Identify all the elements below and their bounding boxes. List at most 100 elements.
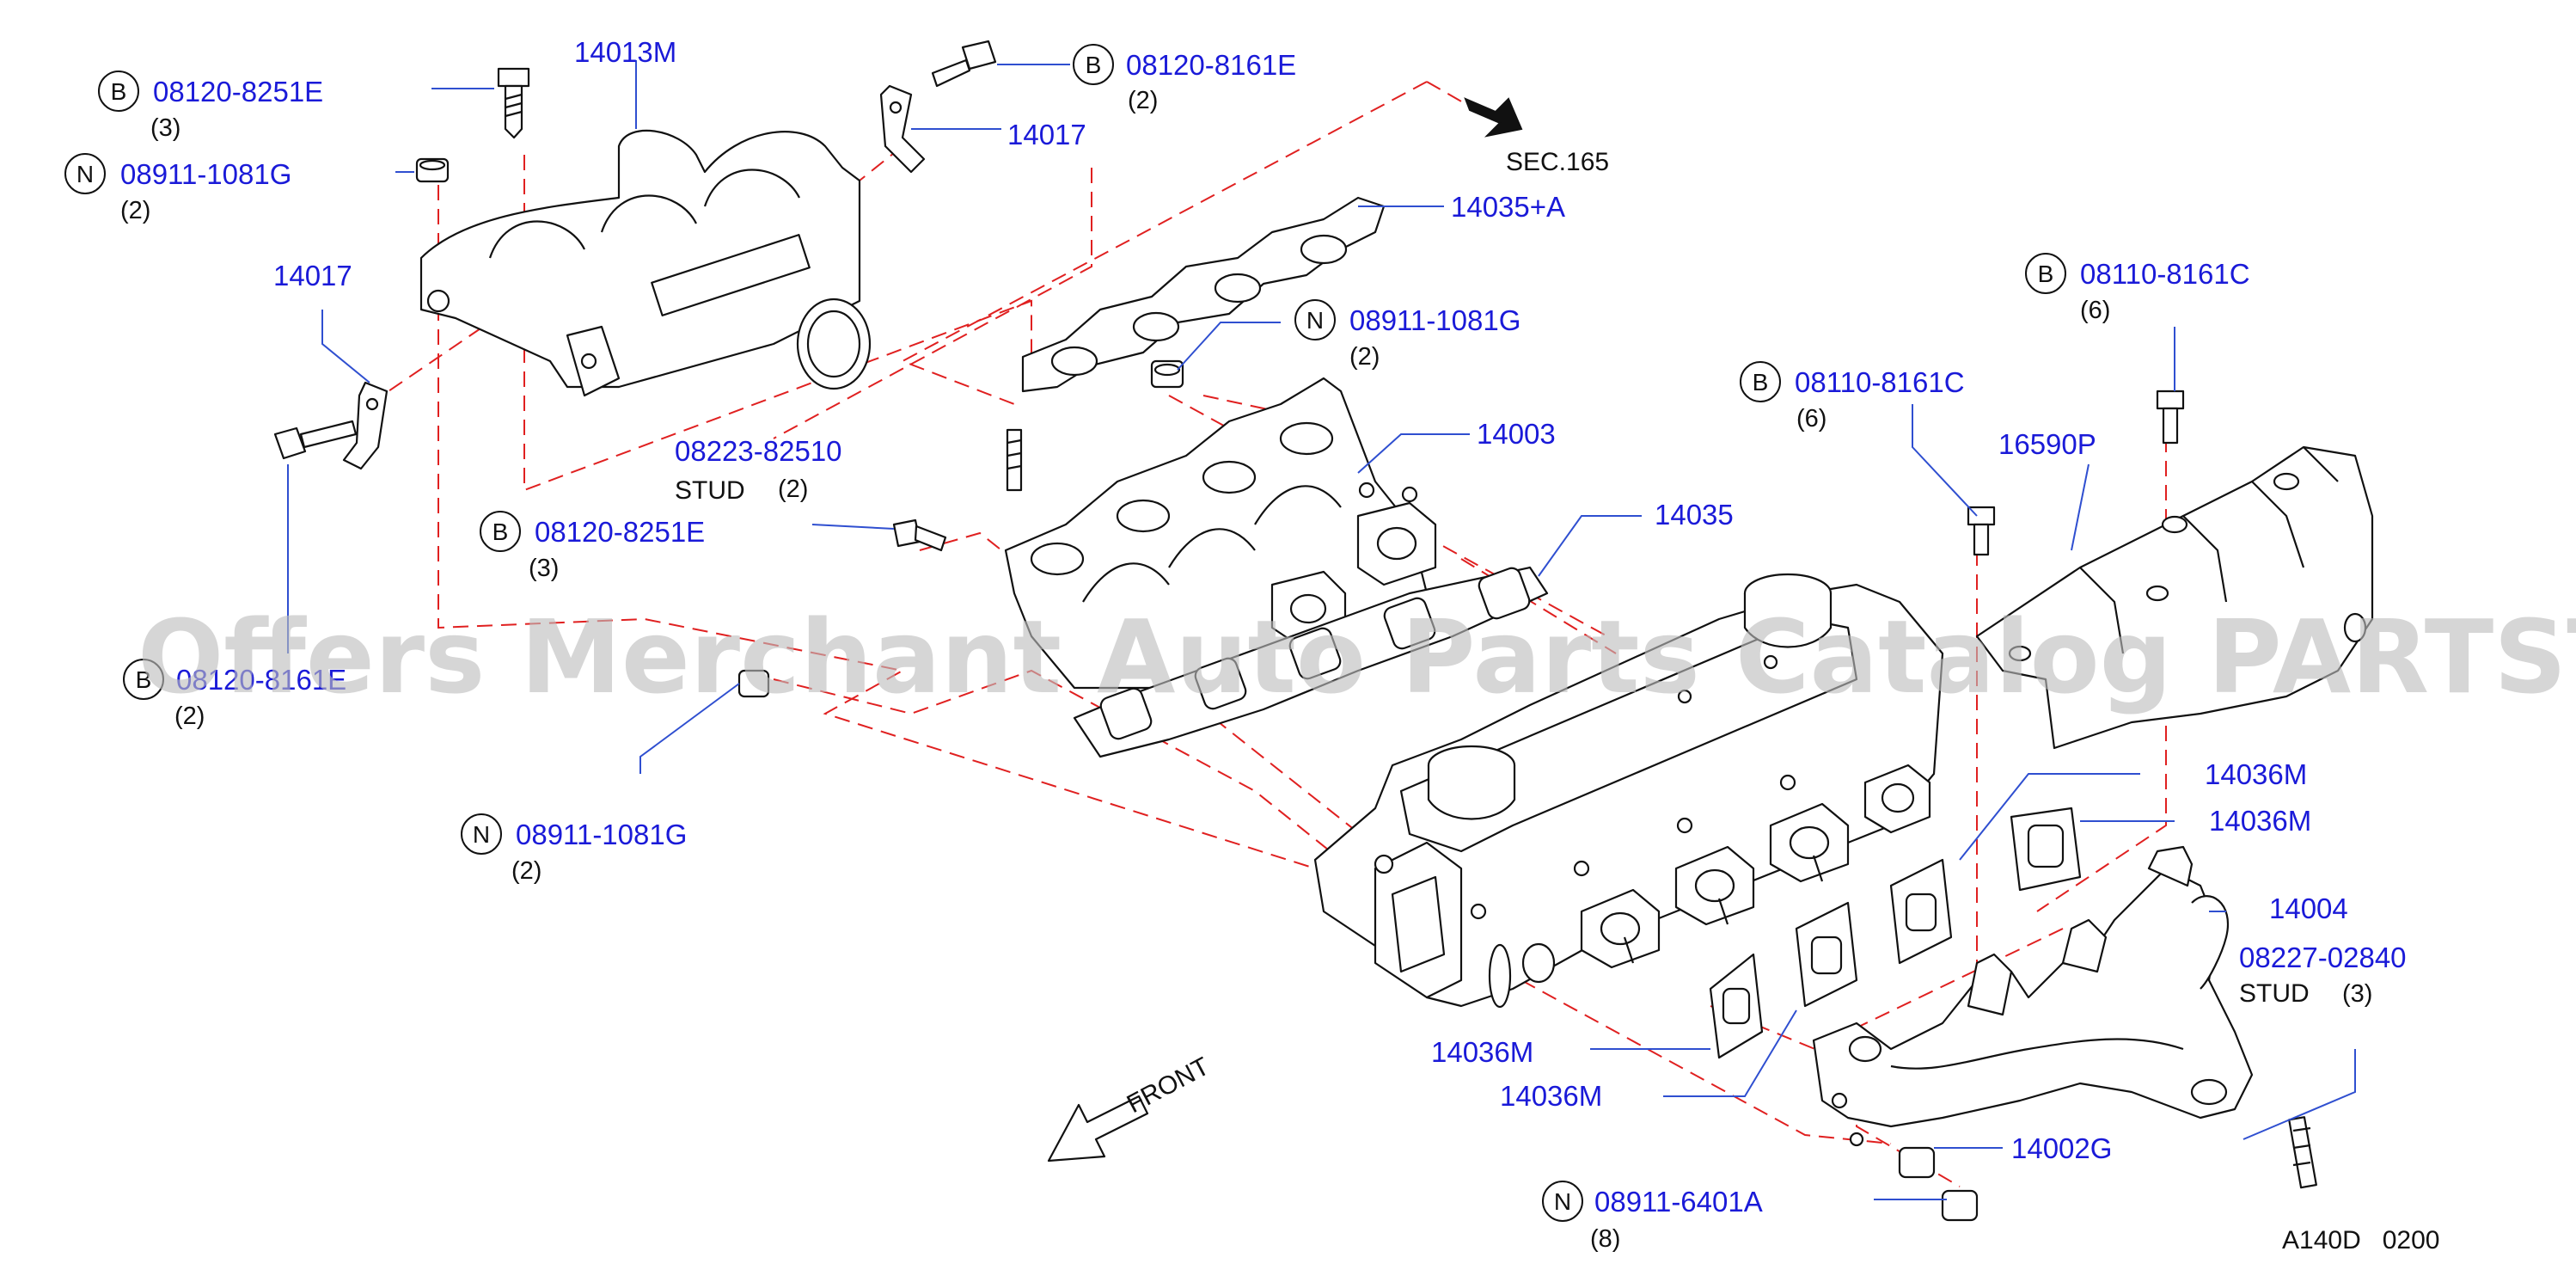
part-number[interactable]: 14036M: [1500, 1080, 1602, 1112]
callout-stud-08223-82510[interactable]: 08223-82510 STUD (2): [675, 435, 842, 505]
part-number[interactable]: 14036M: [1431, 1036, 1533, 1068]
callout-prefix: B: [1753, 369, 1769, 396]
callout-14017-upper[interactable]: 14017: [1007, 119, 1086, 150]
part-number[interactable]: 08227-02840: [2239, 942, 2407, 973]
part-number[interactable]: 08911-1081G: [1349, 304, 1521, 336]
part-number[interactable]: 08120-8251E: [535, 516, 705, 548]
intake-manifold-14013m: [419, 129, 872, 397]
stud-lower: [2288, 1116, 2317, 1189]
part-number[interactable]: 08120-8161E: [176, 664, 346, 696]
part-number[interactable]: 08120-8161E: [1126, 49, 1296, 81]
callout-prefix: N: [1306, 307, 1324, 334]
part-number[interactable]: 14036M: [2209, 805, 2311, 837]
nut-bottom-1: [1898, 1146, 1936, 1179]
quantity: (3): [150, 114, 181, 142]
nut-symbol-circle: [1294, 299, 1336, 340]
callout-08110-8161c-right[interactable]: B 08110-8161C (6): [2025, 253, 2250, 324]
callout-14004[interactable]: 14004: [2269, 893, 2348, 924]
quantity: (6): [2080, 297, 2110, 324]
callout-08120-8161e-left[interactable]: B 08120-8161E (2): [123, 659, 346, 730]
bracket-14017-upper: [879, 84, 926, 174]
callout-prefix: N: [1554, 1188, 1571, 1215]
bolt-top-left: [497, 67, 530, 139]
leader-lines: [287, 60, 2356, 1200]
bracket-14017-lower: [342, 381, 389, 470]
part-number[interactable]: 08223-82510: [675, 435, 842, 467]
part-number[interactable]: 14036M: [2205, 758, 2307, 790]
callout-08911-6401a[interactable]: N 08911-6401A (8): [1542, 1181, 1763, 1253]
callout-14017-lower[interactable]: 14017: [273, 260, 352, 291]
bolt-symbol-circle: [123, 659, 164, 700]
quantity: (2): [174, 702, 205, 730]
callout-14035[interactable]: 14035: [1655, 499, 1734, 531]
callout-14013m[interactable]: 14013M: [574, 36, 676, 68]
heat-shield-16590p: [1975, 445, 2374, 750]
bolt-left-long: [273, 420, 358, 460]
quantity: (2): [120, 197, 150, 224]
nut-bottom-2: [1941, 1189, 1979, 1222]
callout-prefix: B: [111, 78, 127, 105]
stud-label: STUD: [675, 476, 745, 505]
exhaust-manifold-14004: [1812, 845, 2254, 1147]
part-number[interactable]: 14017: [273, 260, 352, 291]
callout-14036m-3[interactable]: 14036M: [1431, 1036, 1533, 1068]
callout-14035a[interactable]: 14035+A: [1451, 191, 1565, 223]
part-number[interactable]: 08911-1081G: [120, 158, 291, 190]
callout-16590p[interactable]: 16590P: [1998, 428, 2096, 460]
callout-prefix: N: [473, 821, 490, 848]
bolt-heat-shield-left: [1967, 506, 1996, 556]
part-number[interactable]: 08120-8251E: [153, 76, 323, 107]
bolt-symbol-circle: [1073, 44, 1114, 85]
quantity: (3): [529, 555, 559, 582]
part-number[interactable]: 14004: [2269, 893, 2348, 924]
nut-symbol-circle: [64, 153, 106, 194]
callout-08120-8251e-mid[interactable]: B 08120-8251E (3): [480, 511, 705, 582]
exhaust-gasket-4: [2010, 807, 2082, 892]
bolt-mid-left: [892, 518, 947, 552]
section-reference[interactable]: SEC.165: [1506, 148, 1609, 176]
part-number[interactable]: 14017: [1007, 119, 1086, 150]
part-number[interactable]: 14003: [1477, 418, 1556, 450]
stud-upper: [1006, 428, 1023, 492]
exhaust-gasket-2: [1795, 901, 1858, 1008]
gasket-14035a: [1021, 196, 1386, 393]
part-number[interactable]: 14013M: [574, 36, 676, 68]
bolt-symbol-circle: [1740, 361, 1781, 402]
cylinder-head: [1313, 573, 1944, 1009]
callout-08110-8161c-left[interactable]: B 08110-8161C (6): [1740, 361, 1965, 432]
callout-08911-1081g-left[interactable]: N 08911-1081G (2): [461, 813, 687, 885]
nut-symbol-circle: [461, 813, 502, 855]
part-number[interactable]: 14002G: [2011, 1132, 2112, 1164]
callout-08911-1081g-mid[interactable]: N 08911-1081G (2): [1294, 299, 1521, 371]
part-number[interactable]: 14035+A: [1451, 191, 1565, 223]
part-number[interactable]: 08911-6401A: [1594, 1186, 1763, 1218]
callout-08120-8161e-top[interactable]: B 08120-8161E (2): [1073, 44, 1296, 114]
callout-14036m-1[interactable]: 14036M: [2205, 758, 2307, 790]
gasket-14035: [1073, 566, 1549, 758]
bolt-symbol-circle: [2025, 253, 2066, 294]
bolt-heat-shield-right: [2156, 390, 2185, 445]
part-number[interactable]: 08110-8161C: [2080, 258, 2250, 290]
exhaust-gasket-1: [1709, 953, 1764, 1059]
front-arrow: [1047, 1095, 1149, 1163]
callout-08911-1081g-top[interactable]: N 08911-1081G (2): [64, 153, 291, 224]
part-number[interactable]: 16590P: [1998, 428, 2096, 460]
callout-prefix: N: [76, 161, 94, 187]
part-number[interactable]: 08110-8161C: [1795, 366, 1965, 398]
callout-14002g[interactable]: 14002G: [2011, 1132, 2112, 1164]
part-number[interactable]: 14035: [1655, 499, 1734, 531]
quantity: (3): [2342, 980, 2372, 1008]
callout-14003[interactable]: 14003: [1477, 418, 1556, 450]
callout-prefix: B: [136, 666, 152, 693]
callout-14036m-2[interactable]: 14036M: [2209, 805, 2311, 837]
callout-08120-8251e-top[interactable]: B 08120-8251E (3): [98, 71, 323, 142]
bolt-symbol-circle: [480, 511, 521, 552]
callout-prefix: B: [493, 518, 509, 545]
nut-top-left: [415, 157, 450, 183]
part-number[interactable]: 08911-1081G: [516, 819, 687, 850]
nut-mid: [1150, 359, 1184, 389]
callout-stud-08227-02840[interactable]: 08227-02840 STUD (3): [2239, 942, 2407, 1008]
nut-symbol-circle: [1542, 1181, 1583, 1222]
callout-14036m-4[interactable]: 14036M: [1500, 1080, 1602, 1112]
